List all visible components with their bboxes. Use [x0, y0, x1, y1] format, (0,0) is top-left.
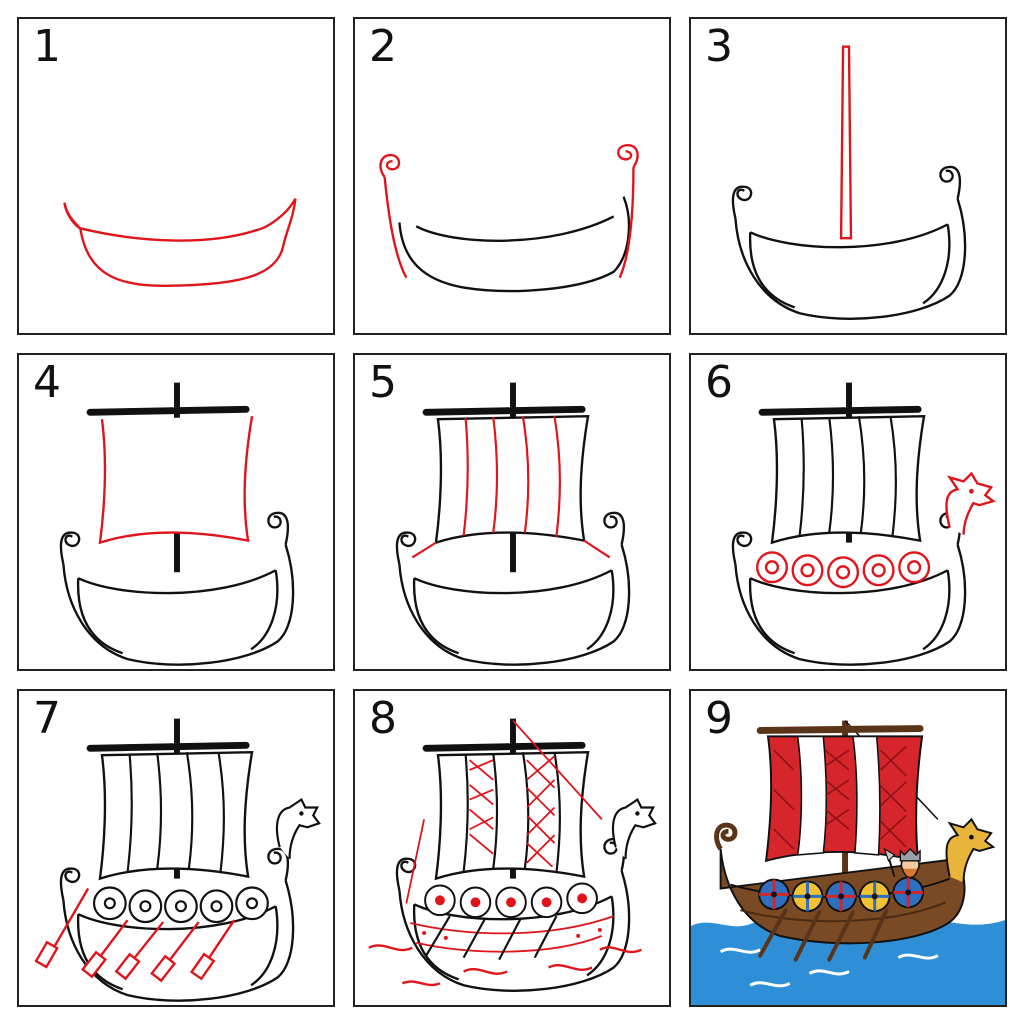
step-number: 2 — [369, 21, 397, 72]
hull-base-drawing — [63, 198, 297, 287]
sail-stripes-drawing — [395, 382, 631, 666]
oars-drawing — [34, 718, 321, 1002]
step-number: 1 — [33, 21, 61, 72]
step-panel-4: 4 — [17, 353, 335, 671]
step-panel-7: 7 — [17, 689, 335, 1007]
details-drawing — [368, 718, 657, 992]
sail-drawing — [59, 382, 295, 666]
step-number: 8 — [369, 693, 397, 744]
hull-prow-drawing — [379, 144, 639, 293]
step-panel-6: 6 — [689, 353, 1007, 671]
step-number: 5 — [369, 357, 397, 408]
step-number: 7 — [33, 693, 61, 744]
step-number: 6 — [705, 357, 733, 408]
final-colored-ship — [691, 720, 1005, 1005]
shields-dragon-drawing — [731, 382, 996, 666]
step-panel-5: 5 — [353, 353, 671, 671]
step-panel-8: 8 — [353, 689, 671, 1007]
step-number: 3 — [705, 21, 733, 72]
step-number: 4 — [33, 357, 61, 408]
step-panel-9: 9 — [689, 689, 1007, 1007]
step-panel-2: 2 — [353, 17, 671, 335]
step-number: 9 — [705, 693, 733, 744]
step-panel-3: 3 — [689, 17, 1007, 335]
step-panel-1: 1 — [17, 17, 335, 335]
mast-drawing — [731, 45, 967, 320]
